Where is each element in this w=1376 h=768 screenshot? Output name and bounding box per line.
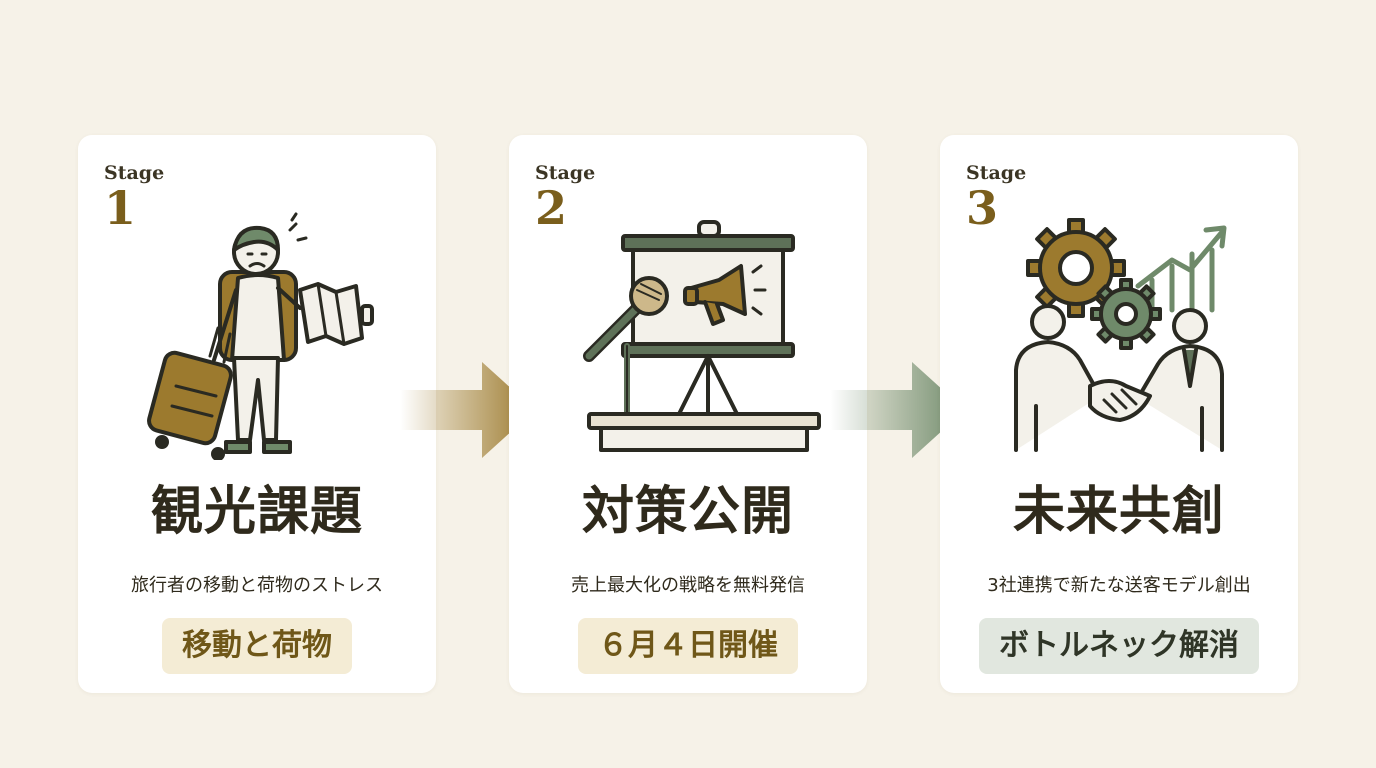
stage-title: 未来共創 (1012, 481, 1225, 542)
traveler-with-luggage-and-map-icon (147, 212, 374, 460)
stage-badge: ボトルネック解消 (979, 618, 1259, 674)
flow-arrow-icon (830, 362, 965, 458)
handshake-with-gears-and-growth-chart-icon (1014, 218, 1227, 452)
stage-label: Stage (966, 162, 1027, 184)
flow-arrow-icon (400, 362, 535, 458)
stage-subtitle: 3社連携で新たな送客モデル創出 (987, 575, 1251, 596)
stage-title: 対策公開 (581, 481, 794, 542)
stage-subtitle: 旅行者の移動と荷物のストレス (131, 575, 383, 596)
stage-number: 3 (966, 181, 999, 235)
presentation-board-with-microphone-and-megaphone-icon (583, 220, 821, 452)
stage-card-2: Stage 2 (509, 135, 867, 693)
stage-card-3: Stage 3 (940, 135, 1298, 693)
stage-badge: 移動と荷物 (162, 618, 352, 674)
stage-label: Stage (104, 162, 165, 184)
stage-number: 1 (104, 181, 137, 235)
stage-card-1: Stage 1 (78, 135, 436, 693)
stage-number: 2 (535, 181, 568, 235)
stage-subtitle: 売上最大化の戦略を無料発信 (571, 575, 805, 596)
stage-title: 観光課題 (150, 481, 363, 542)
stage-badge: ６月４日開催 (578, 618, 798, 674)
stage-label: Stage (535, 162, 596, 184)
